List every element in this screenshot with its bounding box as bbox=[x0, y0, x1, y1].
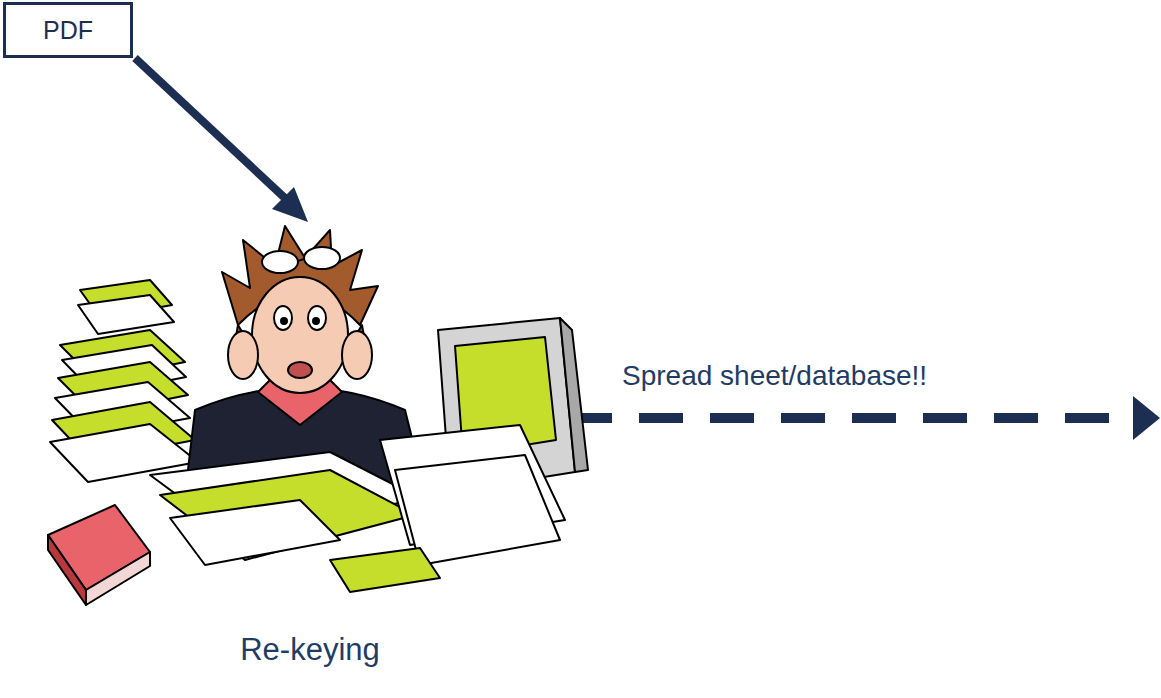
process-box: PDF bbox=[3, 2, 133, 58]
clerk-glasses bbox=[304, 247, 340, 269]
red-book bbox=[86, 552, 150, 605]
box-label: PDF bbox=[43, 16, 93, 45]
dashed-shaft bbox=[568, 413, 1128, 423]
arrow-head bbox=[1133, 396, 1160, 440]
clerk-eye bbox=[308, 306, 326, 330]
clerk-glasses bbox=[262, 251, 298, 273]
input-arrow bbox=[135, 58, 308, 222]
arrow-label: Spread sheet/database!! bbox=[622, 360, 1142, 392]
red-book bbox=[48, 535, 86, 605]
paper-pile bbox=[170, 500, 340, 565]
clerk-face bbox=[252, 277, 348, 393]
clerk-glasses bbox=[298, 259, 304, 261]
arrow-head bbox=[272, 187, 308, 222]
caption-label: Re-keying bbox=[170, 632, 450, 668]
output-arrow bbox=[568, 396, 1160, 440]
clerk-pupil bbox=[281, 318, 287, 324]
monitor bbox=[560, 318, 588, 472]
clerk-pupil bbox=[313, 318, 319, 324]
clerk-eye bbox=[274, 306, 292, 330]
clerk-clipart bbox=[48, 226, 588, 605]
arrow-shaft bbox=[135, 58, 287, 200]
red-book bbox=[48, 505, 150, 590]
paper-pile bbox=[330, 548, 440, 592]
paper-sheet bbox=[78, 295, 174, 334]
clerk-mouth bbox=[288, 362, 312, 378]
clerk-hand bbox=[228, 331, 258, 379]
clerk-hand bbox=[342, 331, 372, 379]
